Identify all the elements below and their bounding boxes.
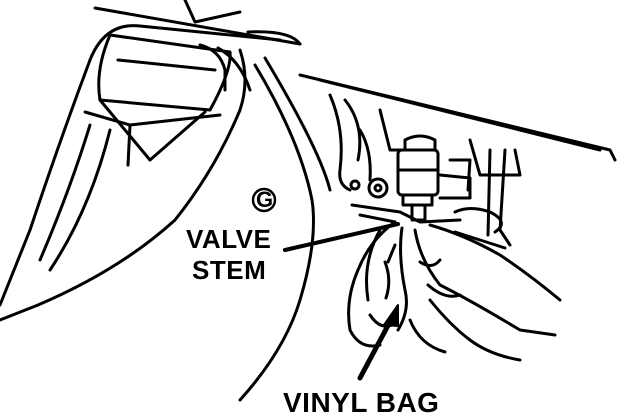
dashboard-panel — [0, 24, 282, 322]
vinyl-bag-leader — [357, 304, 399, 381]
valve-stem-label-line1: VALVE — [186, 224, 272, 254]
valve-assembly — [349, 134, 503, 234]
underbody-panel — [298, 73, 617, 247]
reference-marker-circle — [251, 187, 277, 213]
vinyl-bag-label: VINYL BAG — [283, 387, 440, 418]
valve-stem-label-line2: STEM — [192, 255, 267, 285]
console-edge — [238, 56, 332, 402]
hands-with-bag — [347, 220, 562, 362]
reference-marker-label: G — [256, 187, 274, 212]
valve-stem-leader — [283, 222, 400, 252]
